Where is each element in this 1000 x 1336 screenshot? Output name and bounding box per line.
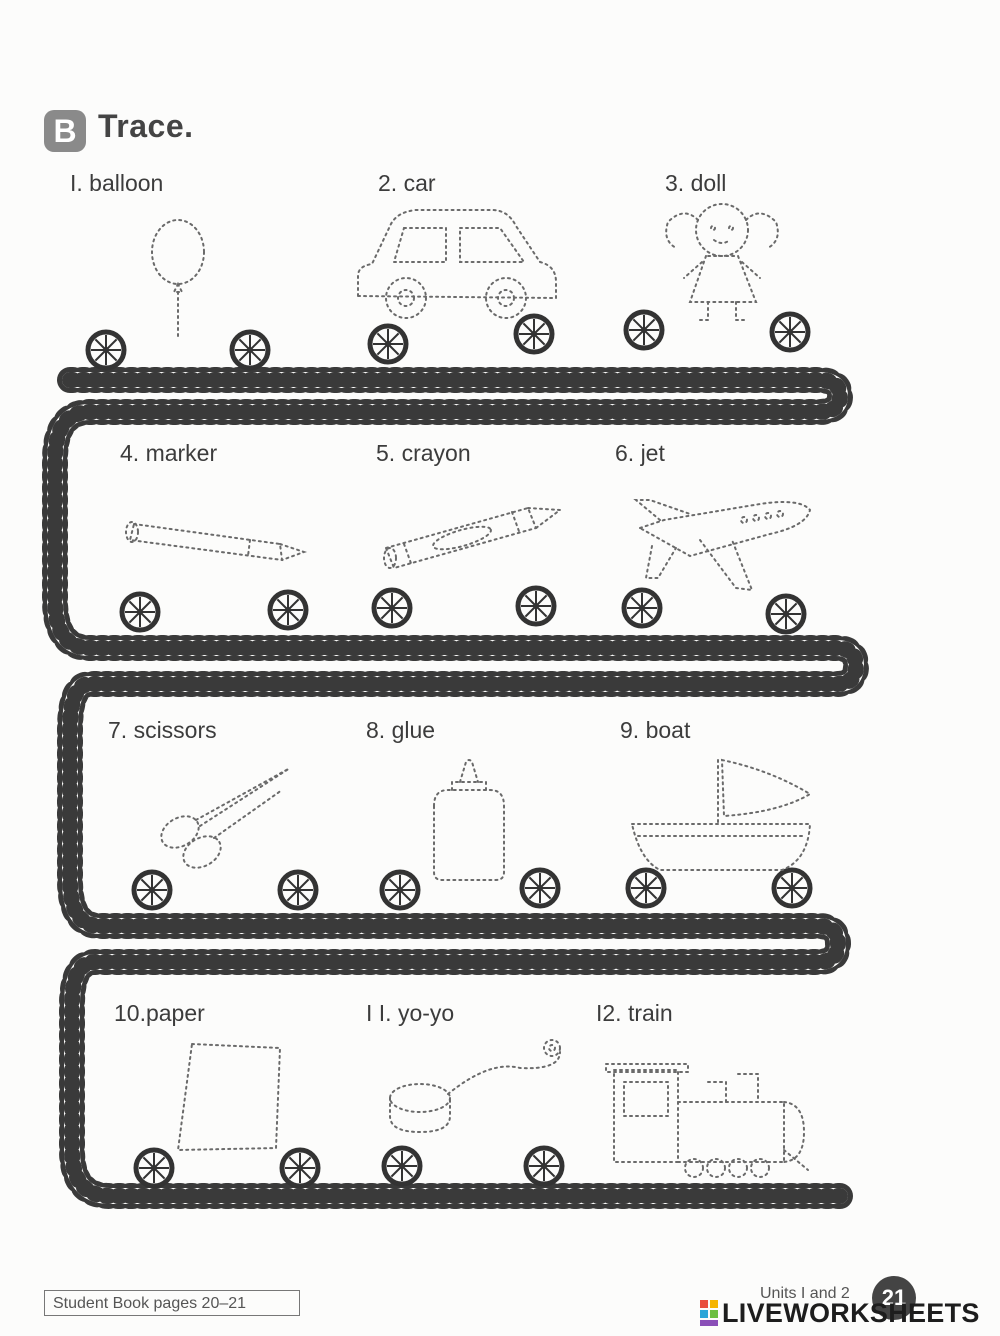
wheel-icon bbox=[119, 591, 161, 633]
wheel-icon bbox=[623, 309, 665, 351]
wheel-icon bbox=[229, 329, 271, 371]
crayon-picture bbox=[383, 506, 563, 570]
section-title: Trace. bbox=[98, 108, 194, 144]
boat-picture bbox=[630, 758, 812, 871]
wheel-icon bbox=[513, 313, 555, 355]
label-yoyo: I I. yo-yo bbox=[366, 1000, 455, 1026]
label-boat: 9. boat bbox=[620, 717, 691, 743]
car-picture bbox=[357, 209, 557, 319]
label-doll: 3. doll bbox=[665, 170, 727, 196]
wheel-icon bbox=[85, 329, 127, 371]
wheel-icon bbox=[523, 1145, 565, 1187]
student-book-reference: Student Book pages 20–21 bbox=[44, 1290, 300, 1316]
wheel-icon bbox=[371, 587, 413, 629]
wheel-icon bbox=[765, 593, 807, 635]
wheel-icon bbox=[267, 589, 309, 631]
wheel-icon bbox=[367, 323, 409, 365]
label-glue: 8. glue bbox=[366, 717, 436, 743]
marker-picture bbox=[125, 521, 308, 562]
label-scissors: 7. scissors bbox=[108, 717, 217, 743]
wheel-icon bbox=[769, 311, 811, 353]
label-train: I2. train bbox=[596, 1000, 673, 1026]
wheel-icon bbox=[133, 1147, 175, 1189]
page-number-badge: 21 bbox=[872, 1276, 916, 1320]
liveworksheets-brand: LIVEWORKSHEETS bbox=[722, 1298, 980, 1328]
balloon-picture bbox=[151, 219, 205, 339]
label-balloon: I. balloon bbox=[70, 170, 164, 196]
label-crayon: 5. crayon bbox=[376, 440, 471, 466]
label-paper: 10.paper bbox=[114, 1000, 205, 1026]
units-caption: Units I and 2 bbox=[760, 1285, 850, 1302]
scissors-picture bbox=[160, 767, 291, 869]
wheel-icon bbox=[621, 587, 663, 629]
jet-picture bbox=[633, 499, 812, 592]
wheel-icon bbox=[519, 867, 561, 909]
wheel-icon bbox=[625, 867, 667, 909]
train-picture bbox=[605, 1063, 809, 1178]
section-badge: B bbox=[44, 110, 86, 152]
label-marker: 4. marker bbox=[120, 440, 218, 466]
yoyo-picture bbox=[389, 1039, 561, 1134]
liveworksheets-logo-icon bbox=[700, 1300, 718, 1326]
wheel-icon bbox=[771, 867, 813, 909]
wheel-icon bbox=[379, 869, 421, 911]
glue-picture bbox=[433, 759, 505, 881]
wheel-icon bbox=[381, 1145, 423, 1187]
doll-picture bbox=[665, 203, 779, 321]
wheel-icon bbox=[277, 869, 319, 911]
wheel-icon bbox=[131, 869, 173, 911]
wheel-icon bbox=[279, 1147, 321, 1189]
paper-picture bbox=[176, 1042, 282, 1152]
wheel-icon bbox=[515, 585, 557, 627]
label-car: 2. car bbox=[378, 170, 436, 196]
label-jet: 6. jet bbox=[615, 440, 665, 466]
